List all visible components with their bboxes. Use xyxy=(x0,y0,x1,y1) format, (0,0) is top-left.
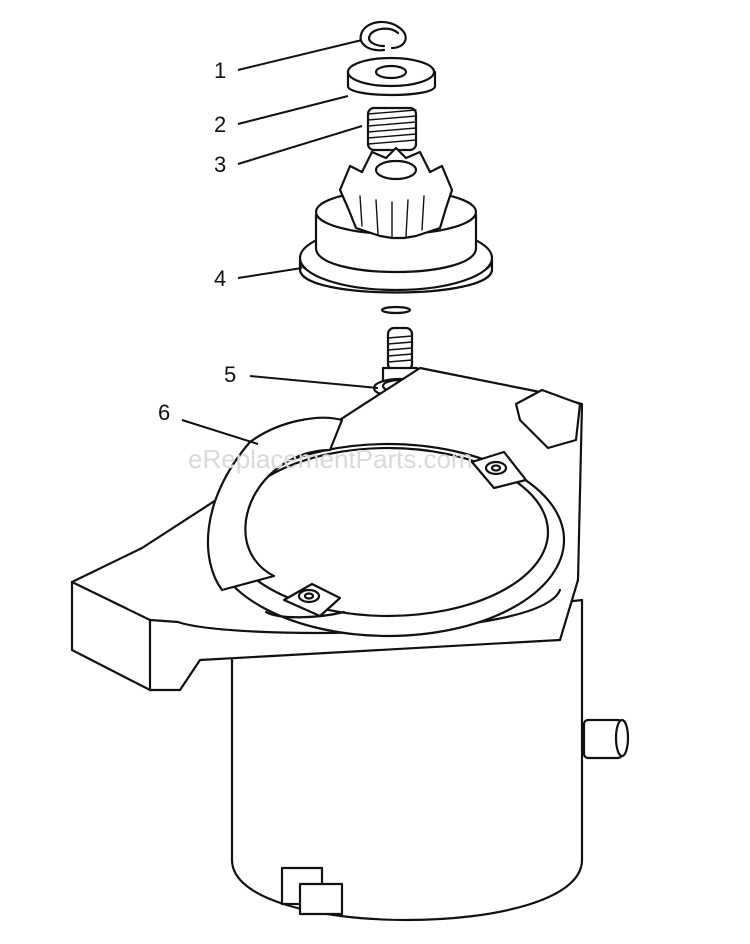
callout-5: 5 xyxy=(224,362,379,389)
callout-2: 2 xyxy=(214,95,349,137)
callout-1: 1 xyxy=(214,39,363,83)
retaining-clip xyxy=(359,20,407,52)
callout-6: 6 xyxy=(158,400,259,445)
drive-gear-assembly xyxy=(298,146,494,315)
starter-motor-housing xyxy=(70,366,630,921)
callout-number-6: 6 xyxy=(158,400,170,425)
callout-number-3: 3 xyxy=(214,152,226,177)
watermark-text: eReplacementParts.com xyxy=(188,444,473,474)
callout-4: 4 xyxy=(214,266,303,291)
callout-number-5: 5 xyxy=(224,362,236,387)
callout-number-1: 1 xyxy=(214,58,226,83)
callout-3: 3 xyxy=(214,125,363,177)
callout-number-4: 4 xyxy=(214,266,226,291)
washer xyxy=(346,56,437,97)
anti-drift-spring xyxy=(366,106,418,152)
callout-number-2: 2 xyxy=(214,112,226,137)
